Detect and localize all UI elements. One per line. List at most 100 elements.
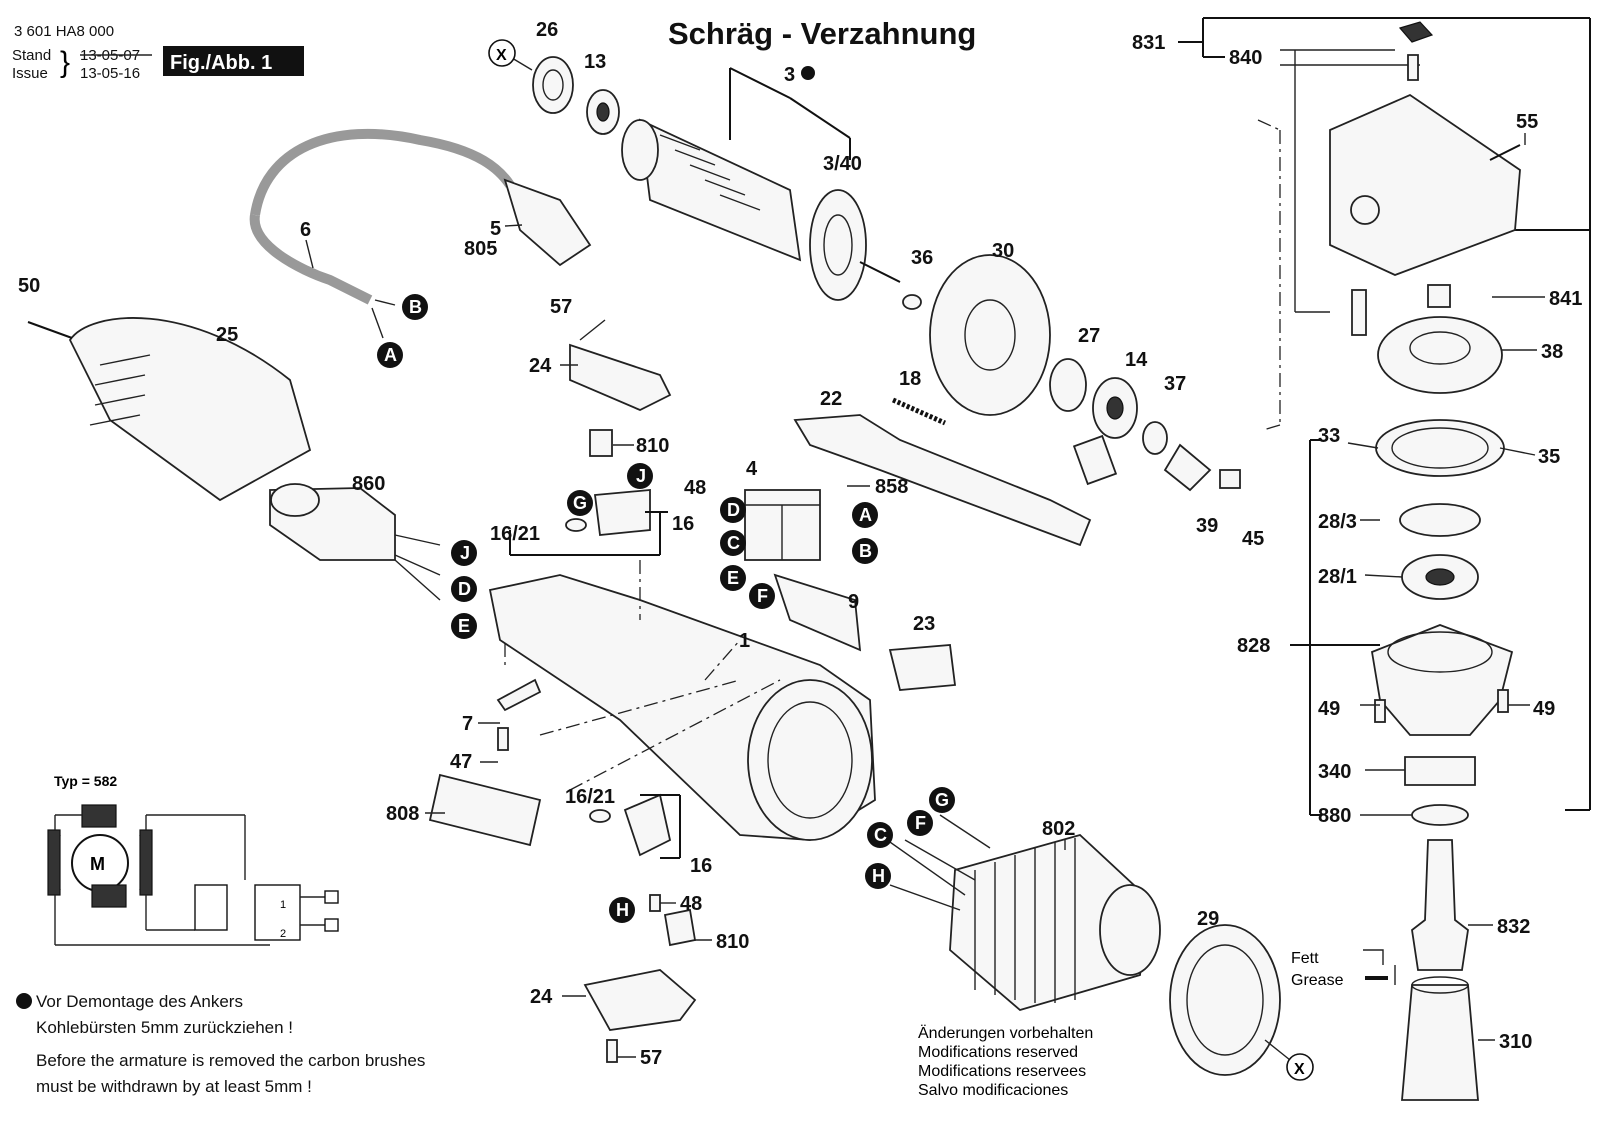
grease-arrow-icon [1363,949,1384,965]
fig-label-box [163,46,304,76]
brush-cover-24-top [569,343,672,411]
svg-text:J: J [460,543,470,563]
connector-X-top: X [488,39,516,67]
label-part-808: 808 [386,803,419,825]
clamping-nut-310 [1401,984,1479,1101]
brush-cover-24-bottom [583,969,697,1031]
diagram-title: Schräg - Verzahnung [668,16,976,51]
label-part-22: 22 [820,388,842,410]
carbon-brush-810-bottom [663,908,697,947]
label-part-832: 832 [1497,916,1530,938]
label-part-16-21-top: 16/21 [490,523,540,545]
armature-assembly [621,66,901,301]
note-en-2: must be withdrawn by at least 5mm ! [36,1077,312,1096]
grease-label-de: Fett [1291,950,1319,967]
svg-text:D: D [727,500,740,520]
label-part-38: 38 [1541,341,1563,363]
issue-label: Issue [12,65,48,82]
svg-text:C: C [874,825,887,845]
button-840 [1398,21,1434,43]
seal-340 [1404,756,1476,786]
svg-text:D: D [458,579,471,599]
svg-text:G: G [573,493,587,513]
label-part-16-bottom: 16 [690,855,712,877]
svg-text:C: C [727,533,740,553]
washer-37 [1142,421,1168,455]
pinion-39 [1163,443,1212,492]
label-part-30: 30 [992,240,1014,262]
motor-label: M [90,854,105,874]
connector-F-block: F [749,583,775,609]
label-part-28-3: 28/3 [1318,511,1357,533]
label-part-37: 37 [1164,373,1186,395]
note-de-2: Kohlebürsten 5mm zurückziehen ! [36,1018,293,1037]
screw-47 [497,727,509,751]
connector-H-stator: H [865,863,891,889]
washer-36 [902,294,922,310]
svg-text:H: H [616,900,629,920]
label-part-26: 26 [536,19,558,41]
connector-A-block: A [852,502,878,528]
label-part-27: 27 [1078,325,1100,347]
svg-text:A: A [384,345,397,365]
label-part-33: 33 [1318,425,1340,447]
label-part-23: 23 [913,613,935,635]
switch-pos-2: 2 [280,928,286,940]
label-part-16-top: 16 [672,513,694,535]
label-part-7: 7 [462,713,473,735]
screw-49-left [1374,699,1386,723]
svg-text:G: G [935,790,949,810]
cover-23 [888,644,957,691]
connector-J-switch: J [451,540,477,566]
bearing-flange-30 [929,254,1051,416]
connector-B-block: B [852,538,878,564]
mod-de: Änderungen vorbehalten [918,1024,1093,1042]
fan-wheel [809,189,867,301]
clamp-7 [496,678,542,712]
label-part-48-bottom: 48 [680,893,702,915]
label-part-858: 858 [875,476,908,498]
label-part-35: 35 [1538,446,1560,468]
label-part-6: 6 [300,219,311,241]
pin [1351,289,1367,336]
plug [503,178,592,267]
screw-48-bottom [649,894,661,912]
label-part-841: 841 [1549,288,1582,310]
brush-holder-16-top [593,489,651,536]
svg-text:E: E [727,568,739,588]
label-part-3: 3 [784,64,795,86]
screw-57-bottom [606,1039,618,1063]
grease-label-en: Grease [1291,972,1344,989]
label-part-3-40: 3/40 [823,153,862,175]
spindle-lock-841 [1427,284,1451,308]
mod-es: Salvo modificaciones [918,1082,1068,1099]
label-part-49-left: 49 [1318,698,1340,720]
label-part-25: 25 [216,324,238,346]
label-part-805: 805 [464,238,497,260]
wiring-schematic: M 1 2 Typ = 582 [47,773,339,946]
connector-G-stator: G [929,787,955,813]
spindle-832 [1411,839,1469,971]
plate-9 [773,573,862,652]
label-part-48-top: 48 [684,477,706,499]
type-label: Typ = 582 [54,773,117,789]
svg-text:F: F [757,586,768,606]
label-part-880: 880 [1318,805,1351,827]
svg-text:X: X [496,47,507,64]
issue-date: 13-05-16 [80,65,140,82]
retaining-ring-28-3 [1399,503,1481,537]
label-part-57-top: 57 [550,296,572,318]
svg-text:J: J [636,466,646,486]
note-en-1: Before the armature is removed the carbo… [36,1051,425,1070]
label-part-24-bottom: 24 [530,986,553,1008]
o-ring-27 [1049,358,1087,412]
brush-holder-16-bottom [623,793,672,857]
connector-A-cable: A [377,342,403,368]
doc-number: 3 601 HA8 000 [14,23,114,40]
spring-18 [891,397,947,426]
switch-rod-22 [793,414,1092,547]
label-part-1: 1 [739,630,750,652]
label-part-55: 55 [1516,111,1538,133]
note-bullet-icon [16,993,32,1009]
